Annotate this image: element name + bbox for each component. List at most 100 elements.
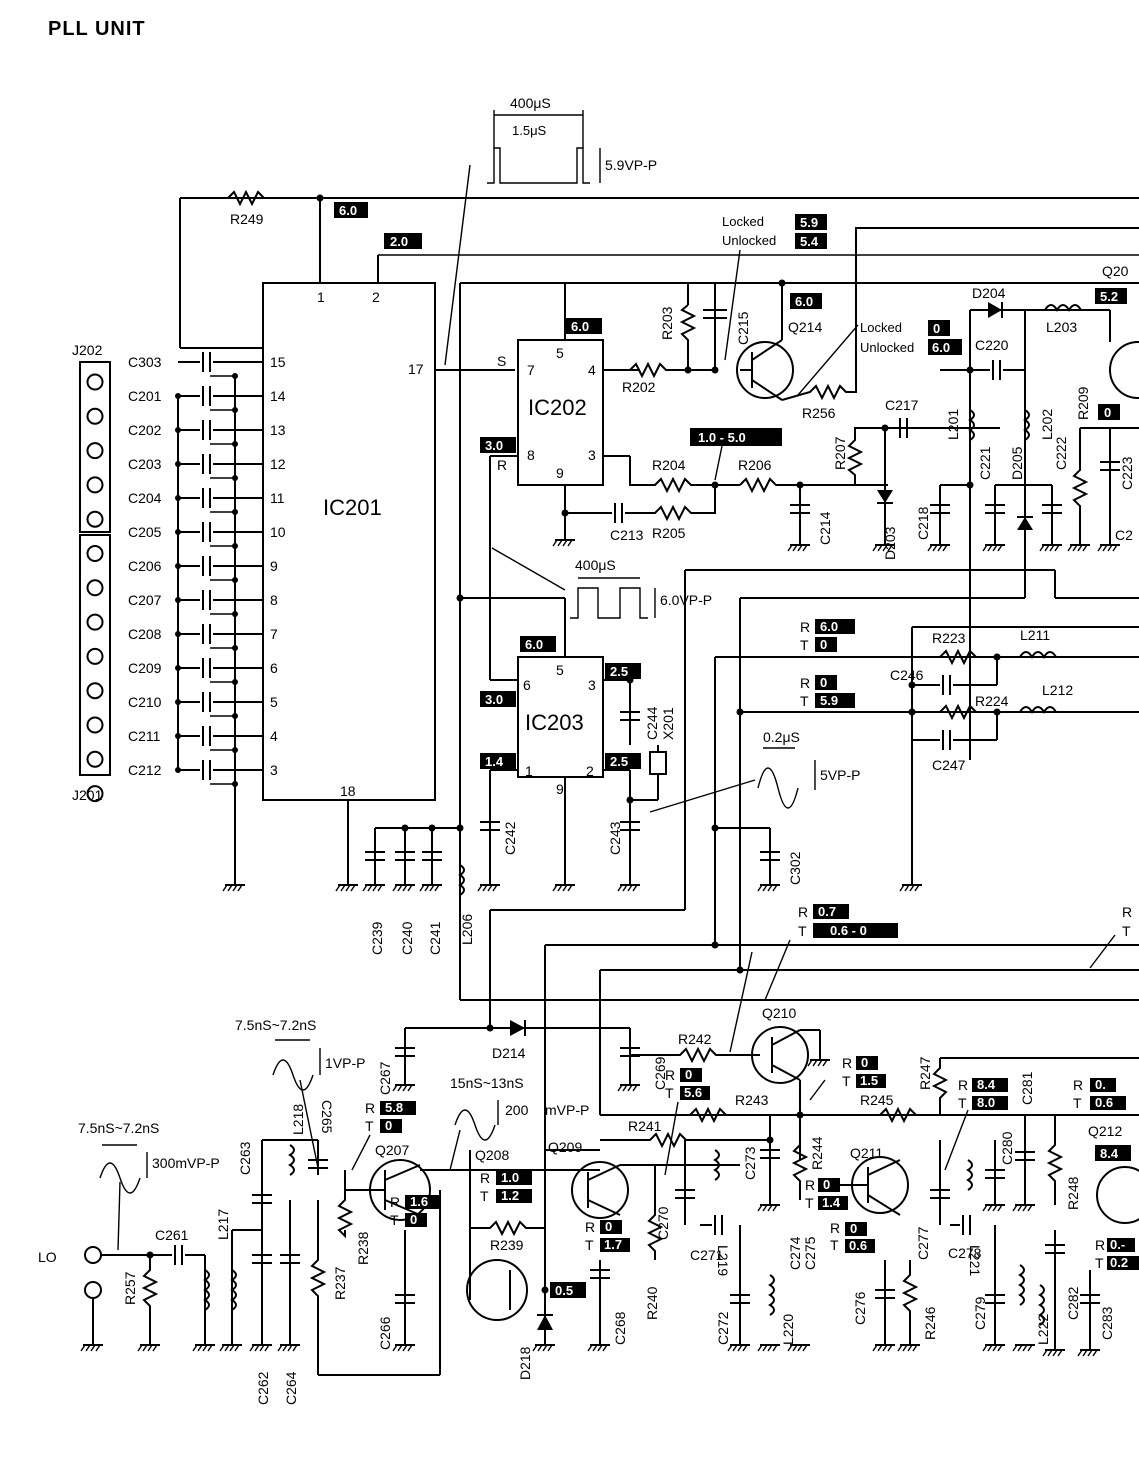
waveform-4: 7.5nS~7.2nS 1VP-P bbox=[235, 1017, 365, 1169]
ic201-pin-left: 10 bbox=[270, 524, 286, 540]
svg-text:C241: C241 bbox=[427, 921, 443, 955]
ic203-label: IC203 bbox=[525, 710, 584, 735]
svg-text:R243: R243 bbox=[735, 1092, 769, 1108]
svg-text:0.6: 0.6 bbox=[849, 1238, 867, 1253]
ic201-pin-left: 11 bbox=[270, 490, 285, 506]
capacitor-label: C207 bbox=[128, 592, 162, 608]
svg-text:L201: L201 bbox=[945, 409, 961, 440]
svg-text:C266: C266 bbox=[377, 1316, 393, 1350]
ground-symbol bbox=[552, 539, 575, 547]
svg-text:T: T bbox=[805, 1195, 814, 1211]
svg-text:6.0: 6.0 bbox=[339, 203, 357, 218]
svg-text:C264: C264 bbox=[283, 1371, 299, 1405]
svg-text:0: 0 bbox=[385, 1118, 392, 1133]
ground-symbol bbox=[757, 1344, 780, 1352]
lo-terminal-bottom bbox=[84, 1281, 102, 1299]
ic201-label: IC201 bbox=[323, 495, 382, 520]
svg-text:C265: C265 bbox=[319, 1100, 335, 1134]
svg-text:R204: R204 bbox=[652, 457, 686, 473]
svg-text:L218: L218 bbox=[290, 1104, 306, 1135]
svg-text:6: 6 bbox=[523, 677, 531, 693]
svg-text:7.5nS~7.2nS: 7.5nS~7.2nS bbox=[78, 1120, 159, 1136]
connector-j202: J202 J201 bbox=[72, 342, 111, 803]
connector-terminal bbox=[86, 442, 104, 460]
svg-text:C270: C270 bbox=[655, 1206, 671, 1240]
capacitor-label: C204 bbox=[128, 490, 162, 506]
svg-text:R207: R207 bbox=[832, 436, 848, 470]
svg-text:0.2μS: 0.2μS bbox=[763, 729, 800, 745]
lo-terminal-top bbox=[84, 1246, 102, 1264]
rt-group-edge: R T bbox=[1089, 904, 1132, 969]
svg-text:R224: R224 bbox=[975, 693, 1009, 709]
svg-text:4: 4 bbox=[588, 362, 596, 378]
svg-text:0: 0 bbox=[820, 637, 827, 652]
svg-text:R: R bbox=[842, 1055, 852, 1071]
ground-symbol bbox=[727, 1344, 750, 1352]
svg-text:R: R bbox=[585, 1219, 595, 1235]
connector-terminal bbox=[86, 407, 104, 425]
ground-symbol bbox=[1067, 544, 1090, 552]
connector-terminal bbox=[86, 613, 104, 631]
ground-symbol bbox=[1077, 1349, 1100, 1357]
ground-symbol bbox=[1097, 544, 1120, 552]
r249-label: R249 bbox=[230, 211, 264, 227]
ground-symbol bbox=[335, 884, 358, 892]
v-ic202-pin8: 3.0 bbox=[480, 437, 516, 453]
svg-text:1VP-P: 1VP-P bbox=[325, 1055, 365, 1071]
svg-text:6.0: 6.0 bbox=[820, 619, 838, 634]
svg-text:R240: R240 bbox=[644, 1286, 660, 1320]
ground-symbol bbox=[477, 884, 500, 892]
capacitor-c206: C206 bbox=[128, 556, 263, 583]
svg-text:C280: C280 bbox=[999, 1131, 1015, 1165]
svg-text:1.5: 1.5 bbox=[860, 1073, 878, 1088]
capacitor-c202: C202 bbox=[128, 420, 263, 447]
connector-terminal bbox=[86, 647, 104, 665]
svg-text:0.7: 0.7 bbox=[818, 904, 836, 919]
svg-text:0: 0 bbox=[820, 675, 827, 690]
rt-q207e: RT 1.6 0 bbox=[390, 1194, 441, 1228]
svg-text:C271: C271 bbox=[690, 1247, 724, 1263]
ic201-pin-left: 7 bbox=[270, 626, 278, 642]
svg-text:C223: C223 bbox=[1119, 456, 1135, 490]
rt-group-2: R T 0 5.9 bbox=[800, 675, 855, 709]
ground-symbol bbox=[982, 544, 1005, 552]
svg-text:R247: R247 bbox=[917, 1056, 933, 1090]
rt-q207: RT 5.8 0 bbox=[351, 1100, 416, 1171]
ground-symbol bbox=[872, 1344, 895, 1352]
svg-text:R: R bbox=[365, 1100, 375, 1116]
svg-text:R: R bbox=[665, 1067, 675, 1083]
ic201-pin-left: 6 bbox=[270, 660, 278, 676]
v-r209: 0 bbox=[1098, 404, 1120, 420]
svg-text:C273: C273 bbox=[742, 1146, 758, 1180]
svg-text:T: T bbox=[390, 1212, 399, 1228]
svg-text:R246: R246 bbox=[922, 1306, 938, 1340]
svg-text:L221: L221 bbox=[967, 1245, 983, 1276]
capacitor-c210: C210 bbox=[128, 692, 263, 719]
svg-text:0.: 0. bbox=[1095, 1077, 1106, 1092]
svg-text:R: R bbox=[1095, 1237, 1105, 1253]
ground-symbol bbox=[982, 1204, 1005, 1212]
ic203: IC203 5 6 3 1 2 9 bbox=[490, 598, 630, 885]
v-ic203-pin3: 2.5 bbox=[605, 663, 641, 679]
ground-symbol bbox=[80, 1344, 103, 1352]
connector-terminal bbox=[86, 716, 104, 734]
svg-text:R237: R237 bbox=[332, 1266, 348, 1300]
svg-text:0: 0 bbox=[933, 321, 940, 336]
svg-text:T: T bbox=[1122, 923, 1131, 939]
svg-text:0.5: 0.5 bbox=[555, 1283, 573, 1298]
j202-label: J202 bbox=[72, 342, 103, 358]
svg-text:15nS~13nS: 15nS~13nS bbox=[450, 1075, 524, 1091]
svg-text:3: 3 bbox=[588, 677, 596, 693]
ground-symbol bbox=[787, 544, 810, 552]
ground-symbol bbox=[192, 1344, 215, 1352]
svg-text:R: R bbox=[800, 675, 810, 691]
svg-text:C267: C267 bbox=[377, 1061, 393, 1095]
connector-terminal bbox=[86, 545, 104, 562]
capacitor-label: C209 bbox=[128, 660, 162, 676]
svg-text:5: 5 bbox=[556, 345, 564, 361]
svg-text:mVP-P: mVP-P bbox=[545, 1102, 589, 1118]
svg-text:C275: C275 bbox=[802, 1236, 818, 1270]
svg-text:C277: C277 bbox=[915, 1226, 931, 1260]
v-ic201-pin1: 6.0 bbox=[334, 202, 368, 218]
svg-text:C274: C274 bbox=[787, 1236, 803, 1270]
